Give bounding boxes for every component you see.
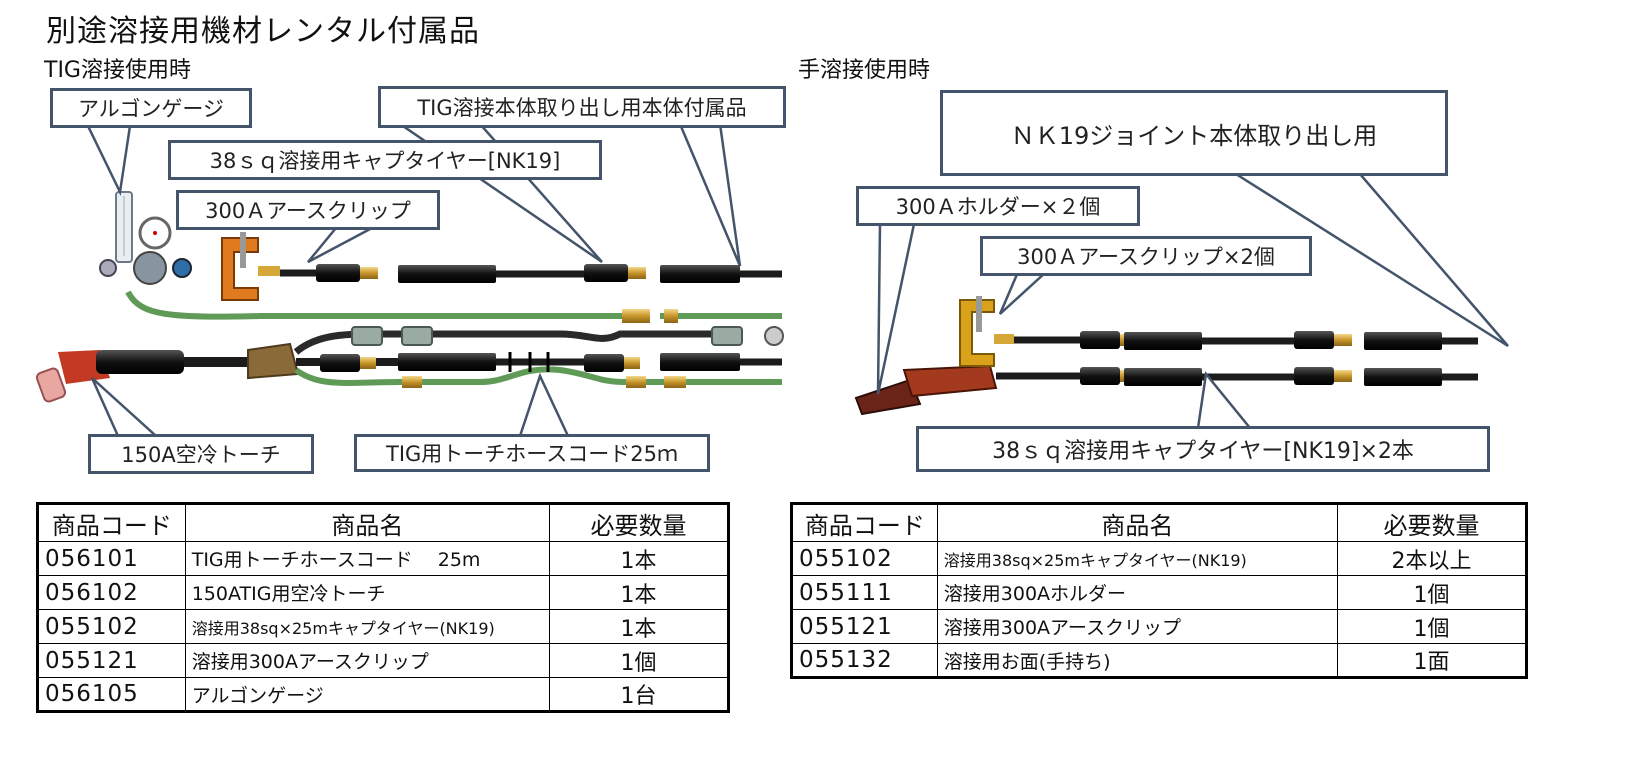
- cell-code: 055111: [791, 575, 938, 610]
- cell-name: 150ATIG用空冷トーチ: [184, 575, 550, 610]
- cell-qty: 1面: [1336, 643, 1528, 678]
- cell-name: アルゴンゲージ: [184, 677, 550, 712]
- cell-code: 055121: [791, 609, 938, 644]
- cell-name: 溶接用38sq×25mキャプタイヤー(NK19): [184, 609, 550, 644]
- cell-qty: 1個: [548, 643, 730, 678]
- callout-nk19-joint: ＮＫ19ジョイント本体取り出し用: [940, 90, 1448, 176]
- header-code: 商品コード: [791, 503, 938, 542]
- cell-qty: 1本: [548, 575, 730, 610]
- cell-qty: 1本: [548, 541, 730, 576]
- callout-hose-cord: TIG用トーチホースコード25ｍ: [354, 434, 710, 472]
- tig-section-heading: TIG溶接使用時: [44, 58, 191, 83]
- earth-clip-icon: [221, 232, 280, 301]
- table-row: 055111 溶接用300Aホルダー 1個: [791, 575, 1528, 610]
- tig-cabtire-cable: [280, 264, 782, 283]
- table-row: 055121 溶接用300Aアースクリップ 1個: [37, 643, 730, 678]
- cell-code: 055102: [37, 609, 186, 644]
- callout-tig-earth-clip: 300Ａアースクリップ: [176, 190, 440, 230]
- cell-code: 055121: [37, 643, 186, 678]
- cell-name: 溶接用300Aホルダー: [936, 575, 1338, 610]
- cell-qty: 1個: [1336, 609, 1528, 644]
- cell-code: 056105: [37, 677, 186, 712]
- cell-code: 055132: [791, 643, 938, 678]
- callout-holder: 300Ａホルダー×２個: [856, 186, 1140, 226]
- table-row: 055102 溶接用38sq×25mキャプタイヤー(NK19) 2本以上: [791, 541, 1528, 576]
- cell-code: 056102: [37, 575, 186, 610]
- callout-manual-earth-clip: 300Ａアースクリップ×2個: [980, 236, 1312, 276]
- header-code: 商品コード: [37, 503, 186, 542]
- header-qty: 必要数量: [1336, 503, 1528, 542]
- manual-earth-clip-icon: [959, 296, 1014, 367]
- cell-qty: 1個: [1336, 575, 1528, 610]
- argon-gauge-icon: [99, 191, 192, 285]
- cell-name: 溶接用38sq×25mキャプタイヤー(NK19): [936, 541, 1338, 576]
- table-row: 056102 150ATIG用空冷トーチ 1本: [37, 575, 730, 610]
- header-name: 商品名: [184, 503, 550, 542]
- torch-icon: [35, 350, 184, 403]
- header-name: 商品名: [936, 503, 1338, 542]
- table-row: 055102 溶接用38sq×25mキャプタイヤー(NK19) 1本: [37, 609, 730, 644]
- callout-tig-cabtire: 38ｓｑ溶接用キャプタイヤー[NK19]: [168, 140, 602, 180]
- cell-name: 溶接用お面(手持ち): [936, 643, 1338, 678]
- cell-name: 溶接用300Aアースクリップ: [184, 643, 550, 678]
- cell-name: TIG用トーチホースコード 25m: [184, 541, 550, 576]
- callout-manual-cabtire: 38ｓｑ溶接用キャプタイヤー[NK19]×2本: [916, 426, 1490, 472]
- cell-name: 溶接用300Aアースクリップ: [936, 609, 1338, 644]
- callout-tig-body-accessory: TIG溶接本体取り出し用本体付属品: [378, 86, 786, 128]
- table-row: 056105 アルゴンゲージ 1台: [37, 677, 730, 712]
- cell-code: 056101: [37, 541, 186, 576]
- table-header-row: 商品コード 商品名 必要数量: [791, 503, 1528, 542]
- callout-argon-gauge: アルゴンゲージ: [50, 88, 252, 128]
- cell-qty: 1台: [548, 677, 730, 712]
- page-title: 別途溶接用機材レンタル付属品: [46, 14, 480, 49]
- table-row: 055121 溶接用300Aアースクリップ 1個: [791, 609, 1528, 644]
- header-qty: 必要数量: [548, 503, 730, 542]
- cell-code: 055102: [791, 541, 938, 576]
- manual-parts-table: 商品コード 商品名 必要数量 055102 溶接用38sq×25mキャプタイヤー…: [790, 502, 1528, 679]
- table-row: 056101 TIG用トーチホースコード 25m 1本: [37, 541, 730, 576]
- cell-qty: 2本以上: [1336, 541, 1528, 576]
- tig-parts-table: 商品コード 商品名 必要数量 056101 TIG用トーチホースコード 25m …: [36, 502, 730, 713]
- table-row: 055132 溶接用お面(手持ち) 1面: [791, 643, 1528, 678]
- table-header-row: 商品コード 商品名 必要数量: [37, 503, 730, 542]
- manual-section-heading: 手溶接使用時: [798, 58, 931, 83]
- callout-torch: 150A空冷トーチ: [88, 434, 314, 474]
- cell-qty: 1本: [548, 609, 730, 644]
